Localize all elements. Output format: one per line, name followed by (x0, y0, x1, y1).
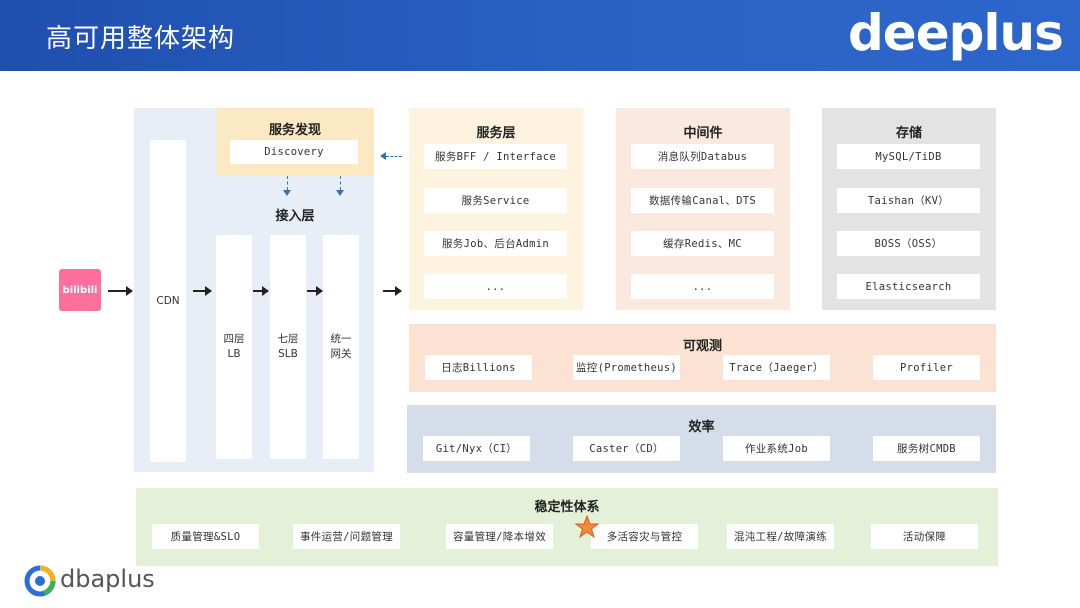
observability-panel: 可观测 日志Billions 监控(Prometheus) Trace（Jaeg… (409, 324, 996, 392)
gateway-label: 统一 网关 (330, 333, 352, 360)
slb-label: 七层 SLB (277, 333, 299, 360)
arrow-discovery-down-2 (336, 176, 344, 196)
service-item: 服务Service (424, 188, 567, 213)
bilibili-logo-text: bilibili (62, 284, 98, 296)
efficiency-item: Git/Nyx（CI） (423, 436, 530, 461)
storage-item: Elasticsearch (837, 274, 980, 299)
stability-item: 质量管理&SLO (152, 524, 259, 549)
arrow-cdn-to-lb (193, 286, 212, 296)
service-item: 服务BFF / Interface (424, 144, 567, 169)
storage-title: 存储 (895, 126, 922, 141)
middleware-title: 中间件 (683, 126, 723, 141)
arrow-gateway-to-service (383, 286, 402, 296)
arrow-service-to-discovery (380, 152, 402, 160)
middleware-item: 缓存Redis、MC (631, 231, 774, 256)
cdn-box: CDN (150, 140, 186, 462)
efficiency-panel: 效率 Git/Nyx（CI） Caster（CD） 作业系统Job 服务树CMD… (407, 405, 996, 473)
gateway-box: 统一 网关 (323, 235, 359, 459)
efficiency-title: 效率 (688, 420, 715, 435)
service-layer-title: 服务层 (476, 126, 516, 141)
observability-item: 日志Billions (425, 355, 532, 380)
storage-item: Taishan（KV） (837, 188, 980, 213)
discovery-title: 服务发现 (268, 123, 321, 138)
storage-panel: 存储 MySQL/TiDB Taishan（KV） BOSS（OSS） Elas… (822, 108, 996, 310)
arrow-lb-to-slb (253, 286, 269, 296)
stability-title: 稳定性体系 (534, 500, 600, 515)
stability-item: 混沌工程/故障演练 (727, 524, 834, 549)
middleware-item: 消息队列Databus (631, 144, 774, 169)
discovery-item: Discovery (230, 140, 358, 164)
dbaplus-logo-text: dbaplus (60, 565, 155, 593)
observability-item: Trace（Jaeger） (723, 355, 830, 380)
access-title: 接入层 (275, 209, 315, 224)
bilibili-logo-icon: bilibili (59, 269, 101, 311)
efficiency-item: Caster（CD） (573, 436, 680, 461)
middleware-item: ... (631, 274, 774, 299)
star-icon (575, 515, 599, 539)
stability-panel: 稳定性体系 质量管理&SLO 事件运营/问题管理 容量管理/降本增效 多活容灾与… (136, 488, 998, 566)
storage-item: MySQL/TiDB (837, 144, 980, 169)
stability-item: 容量管理/降本增效 (446, 524, 553, 549)
lb-box: 四层 LB (216, 235, 252, 459)
service-layer-panel: 服务层 服务BFF / Interface 服务Service 服务Job、后台… (409, 108, 583, 310)
arrow-slb-to-gateway (307, 286, 323, 296)
brand-logo: deeplus (848, 4, 1064, 62)
page-title: 高可用整体架构 (46, 24, 236, 54)
stability-item: 事件运营/问题管理 (293, 524, 400, 549)
observability-item: Profiler (873, 355, 980, 380)
observability-title: 可观测 (682, 339, 722, 354)
observability-item: 监控(Prometheus) (573, 355, 680, 380)
storage-item: BOSS（OSS） (837, 231, 980, 256)
cdn-label: CDN (156, 295, 180, 307)
stability-item: 多活容灾与管控 (591, 524, 698, 549)
efficiency-item: 服务树CMDB (873, 436, 980, 461)
efficiency-item: 作业系统Job (723, 436, 830, 461)
discovery-panel: 服务发现 Discovery (216, 108, 374, 176)
middleware-panel: 中间件 消息队列Databus 数据传输Canal、DTS 缓存Redis、MC… (616, 108, 790, 310)
slb-box: 七层 SLB (270, 235, 306, 459)
stability-item: 活动保障 (871, 524, 978, 549)
middleware-item: 数据传输Canal、DTS (631, 188, 774, 213)
service-item: 服务Job、后台Admin (424, 231, 567, 256)
dbaplus-logo-icon (24, 565, 56, 597)
service-item: ... (424, 274, 567, 299)
header-bar (0, 0, 1080, 71)
arrow-discovery-down-1 (283, 176, 291, 196)
arrow-client-to-cdn (108, 286, 133, 296)
lb-label: 四层 LB (223, 333, 245, 360)
